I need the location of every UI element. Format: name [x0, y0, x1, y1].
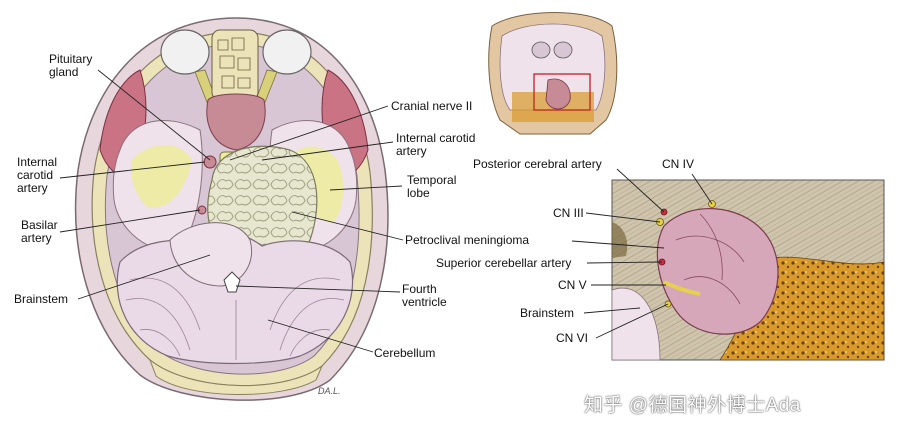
- brainstem-shape: [169, 222, 252, 287]
- label-brainstem: Brainstem: [14, 292, 69, 306]
- inset-brainstem: [611, 287, 661, 361]
- eye-right: [262, 29, 312, 75]
- label-petroclival-meningioma: Petroclival meningioma: [405, 233, 530, 247]
- cerebellar-folia: [125, 277, 345, 360]
- inset-tumor: [656, 208, 779, 335]
- label-cn-v: CN V: [558, 278, 587, 292]
- label-posterior-cerebral-artery: Posterior cerebral artery: [473, 157, 602, 171]
- label-cn-iii: CN III: [553, 206, 584, 220]
- cn-v-band: [663, 280, 701, 296]
- label-cn-iv: CN IV: [662, 157, 695, 171]
- leader-lines: [59, 69, 713, 353]
- label-cranial-nerve-ii: Cranial nerve II: [391, 99, 473, 113]
- label-cerebellum: Cerebellum: [374, 346, 436, 360]
- label-superior-cerebellar-artery: Superior cerebellar artery: [436, 256, 572, 270]
- temporal-lobe-yellow-left: [130, 145, 192, 209]
- label-cn-vi: CN VI: [556, 331, 589, 345]
- artist-signature: DA.L.: [318, 386, 341, 396]
- occipital-bone: [148, 358, 324, 395]
- axial-section: [74, 17, 389, 401]
- watermark: 知乎 @德国神外博士Ada: [584, 395, 801, 416]
- label-brainstem-inset: Brainstem: [520, 306, 575, 320]
- thumbnail-roi-box: [533, 73, 591, 111]
- eye-left: [160, 29, 210, 75]
- inset-closeup: [611, 179, 885, 361]
- ethmoid-sinus: [211, 29, 259, 101]
- internal-carotid-left: [203, 155, 217, 169]
- coronal-thumbnail: [488, 12, 618, 135]
- sellar-region: [206, 93, 266, 151]
